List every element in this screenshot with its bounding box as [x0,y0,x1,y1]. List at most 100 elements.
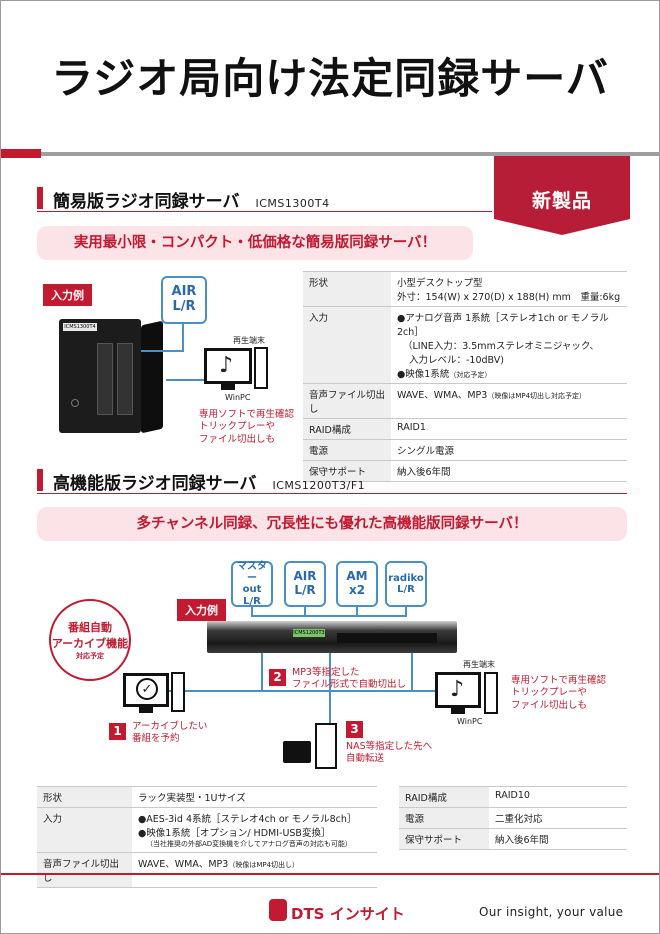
step-line: 自動転送 [346,753,385,765]
header-divider [41,152,659,156]
monitor-stand [451,708,465,714]
spec-row: 音声ファイル切出し WAVE、WMA、MP3（映像はMP4切出し） [37,852,377,888]
spec-row: 保守サポート 納入後6年間 [303,460,627,482]
input-air-box: AIR L/R [284,561,326,607]
spec-note: （当社推奨の外部AD変換機を介してアナログ音声の対応も可能） [146,840,352,848]
spec-key: 電源 [399,807,489,829]
step-line: アーカイブしたい [132,721,208,732]
playback-label: 再生端末 [233,336,265,345]
input-master-box: マスター out L/R [231,561,273,607]
spec-row: RAID構成 RAID10 [399,786,627,808]
power-button-icon [71,399,79,407]
input-line: AIR [293,569,317,584]
step-line: NAS等指定した先へ [346,741,433,752]
section2-header: 高機能版ラジオ同録サーバ ICMS1200T3/F1 [37,469,365,494]
pc-label: WinPC [225,393,251,402]
spec-row: 音声ファイル切出し WAVE、WMA、MP3（映像はMP4切出し対応予定） [303,383,627,419]
section1-header: 簡易版ラジオ同録サーバ ICMS1300T4 [37,187,330,212]
input-line: x2 [348,583,366,597]
spec-note: （映像はMP4切出し） [228,861,300,869]
drive-bay-2 [117,343,133,415]
spec-line: ●映像1系統［オプション/ HDMI-USB変換］ [138,828,331,839]
connector-line [304,607,306,617]
compact-server-image: ICMS1300T4 [59,319,141,433]
step-2-text: MP3等指定した ファイル形式で自動切出し [292,667,406,692]
spec-value: シングル電源 [391,439,627,461]
playback-label: 再生端末 [463,660,495,669]
spec-value: 納入後6年間 [391,460,627,482]
note-line: 専用ソフトで再生確認 [199,409,295,420]
badge-line: 番組自動 [68,621,112,634]
note-line: トリックプレーや [511,687,588,699]
spec-key: 形状 [303,271,391,307]
input-radiko-box: radiko L/R [385,561,427,607]
section2-banner: 多チャンネル同録、冗長性にも優れた高機能版同録サーバ！ [37,507,627,541]
spec-row: 形状 ラック実装型・1Uサイズ [37,786,377,808]
connector-line [405,607,407,617]
connector-line [261,653,263,691]
connector-line [166,379,206,381]
pc-tower-icon [254,347,268,389]
device-label: ICMS1300T4 [63,323,97,331]
note-line: ファイル切出しも [511,699,588,711]
spec-key: 電源 [303,439,391,461]
device-label: ICMS1200T3 [293,629,325,637]
company-logo-icon [269,899,287,921]
step-line: MP3等指定した [292,667,360,678]
section1-underline [37,211,492,212]
spec-value: 小型デスクトップ型 外寸：154(W) x 270(D) x 188(H) mm… [391,271,627,307]
input-line: L/R [397,584,415,595]
new-product-badge: 新製品 [494,156,630,235]
spec-note: （映像はMP4切出し対応予定） [487,392,587,400]
spec-key: 入力 [303,306,391,384]
spec-value: ラック実装型・1Uサイズ [132,786,377,808]
connector-line [356,607,358,617]
step-1-number: 1 [109,723,126,740]
spec-value: WAVE、WMA、MP3（映像はMP4切出し） [132,852,377,888]
connector-line [329,653,331,723]
monitor-icon: ♪ [435,672,481,708]
spec-key: 形状 [37,786,132,808]
section1-spec-table: 形状 小型デスクトップ型 外寸：154(W) x 270(D) x 188(H)… [303,271,627,482]
monitor-icon: ✓ [123,673,169,707]
spec-value: WAVE、WMA、MP3（映像はMP4切出し対応予定） [391,383,627,419]
spec-row: 電源 二重化対応 [399,807,627,829]
check-icon: ✓ [136,678,158,700]
music-note-icon: ♪ [450,677,465,702]
spec-line: （LINE入力：3.5mmステレオミニジャック、 [403,341,599,352]
step-3-text: NAS等指定した先へ 自動転送 [346,741,432,766]
auto-archive-badge: 番組自動 アーカイブ機能 対応予定 [49,599,131,681]
server-side-panel [141,320,163,434]
input-am-box: AM x2 [336,561,378,607]
section1-note: 専用ソフトで再生確認 トリックプレーや ファイル切出しも [199,409,294,446]
input-line: out [242,584,262,595]
spec-key: 音声ファイル切出し [303,383,391,419]
spec-value: ●アナログ音声 1系統［ステレオ1ch or モノラル2ch］ （LINE入力：… [391,306,627,384]
connector-line [411,653,413,691]
footer-divider [1,873,659,875]
input-air-line2: L/R [172,299,196,314]
company-logo-text: DTS インサイト [291,905,405,923]
spec-row: 電源 シングル電源 [303,439,627,461]
nas-server-icon [315,723,337,769]
spec-line: 入力レベル：-10dBV) [409,355,504,366]
spec-key: RAID構成 [399,786,489,808]
spec-note: （対応予定） [449,371,492,379]
rack-server-image: ICMS1200T3 [207,621,457,653]
spec-row: 入力 ●AES-3id 4系統［ステレオ4ch or モノラル8ch］ ●映像1… [37,807,377,853]
badge-line: アーカイブ機能 [51,637,129,650]
spec-line: ●映像1系統（対応予定） [397,366,621,380]
drive-bay-1 [97,343,113,415]
monitor-stand [139,707,153,713]
music-note-icon: ♪ [219,353,234,378]
company-tagline: Our insight, your value [479,905,624,919]
spec-value: RAID1 [391,418,627,440]
spec-line: 小型デスクトップ型 [397,278,483,289]
step-3-number: 3 [346,721,363,738]
note-line: ファイル切出しも [199,433,276,445]
spec-row: 保守サポート 納入後6年間 [399,828,627,850]
spec-line: 外寸：154(W) x 270(D) x 188(H) mm 重量:6kg [397,292,621,303]
spec-key: 保守サポート [399,828,489,850]
folder-icon [283,741,311,763]
